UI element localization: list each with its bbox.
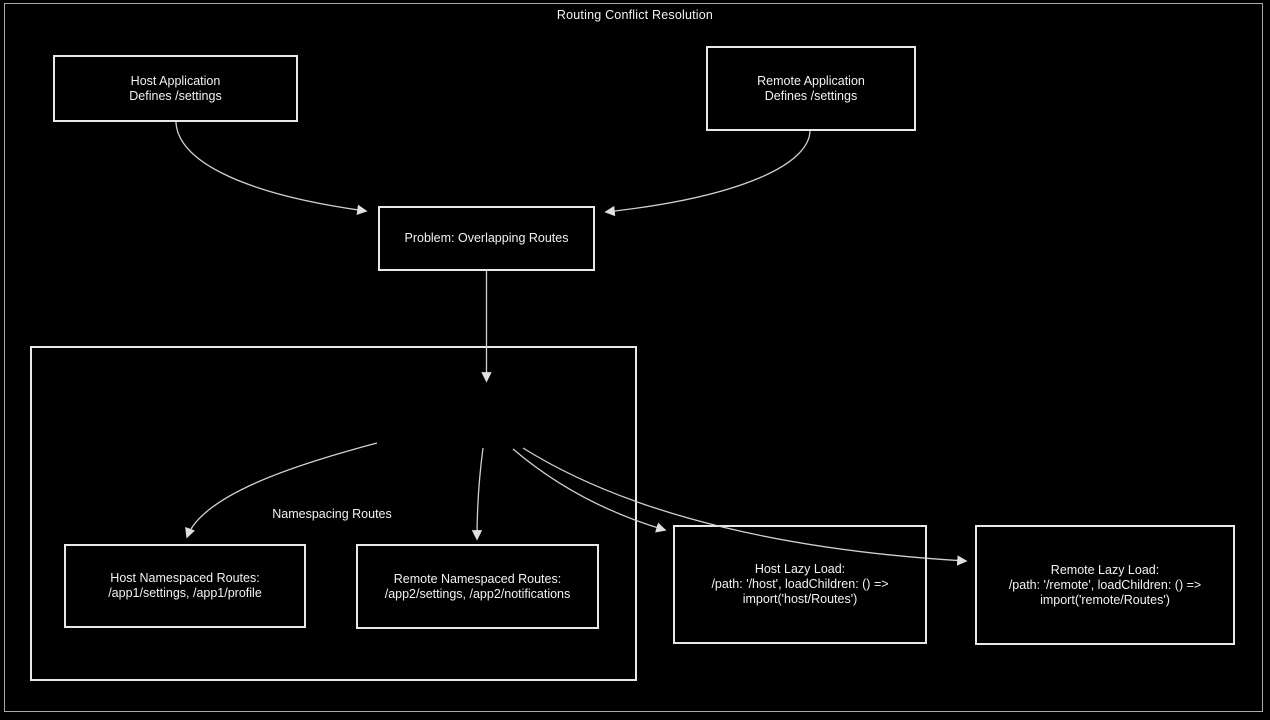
host-namespaced-routes-node: Host Namespaced Routes: /app1/settings, … [64, 544, 306, 628]
node-text-line: Host Namespaced Routes: [110, 571, 260, 585]
cluster-label: Namespacing Routes [272, 507, 392, 521]
node-text-line: /path: '/remote', loadChildren: () => [1008, 577, 1202, 592]
node-text-line: Problem: Overlapping Routes [404, 231, 569, 245]
node-text-line: Defines /settings [764, 88, 858, 103]
node-text-line: /app2/settings, /app2/notifications [384, 586, 571, 601]
host-application-node: Host Application Defines /settings [53, 55, 298, 122]
node-text-line: Defines /settings [129, 88, 222, 103]
node-text-line: Host Lazy Load: [754, 562, 846, 576]
node-text-line: Host Application [130, 73, 221, 88]
node-text-line: Remote Lazy Load: [1050, 562, 1160, 577]
node-text-line: import('remote/Routes') [1040, 592, 1170, 607]
node-text-line: /path: '/host', loadChildren: () => [711, 577, 889, 591]
node-text-line: Remote Namespaced Routes: [393, 571, 562, 586]
node-text-line: Remote Application [757, 73, 865, 88]
remote-application-node: Remote Application Defines /settings [706, 46, 916, 131]
remote-lazy-load-node: Remote Lazy Load: /path: '/remote', load… [975, 525, 1235, 645]
diagram-title: Routing Conflict Resolution [556, 8, 714, 22]
host-lazy-load-node: Host Lazy Load: /path: '/host', loadChil… [673, 525, 927, 644]
node-text-line: import('host/Routes') [742, 592, 858, 606]
node-text-line: /app1/settings, /app1/profile [108, 586, 262, 600]
remote-namespaced-routes-node: Remote Namespaced Routes: /app2/settings… [356, 544, 599, 629]
diagram-border [4, 3, 1263, 712]
problem-overlapping-routes-node: Problem: Overlapping Routes [378, 206, 595, 271]
